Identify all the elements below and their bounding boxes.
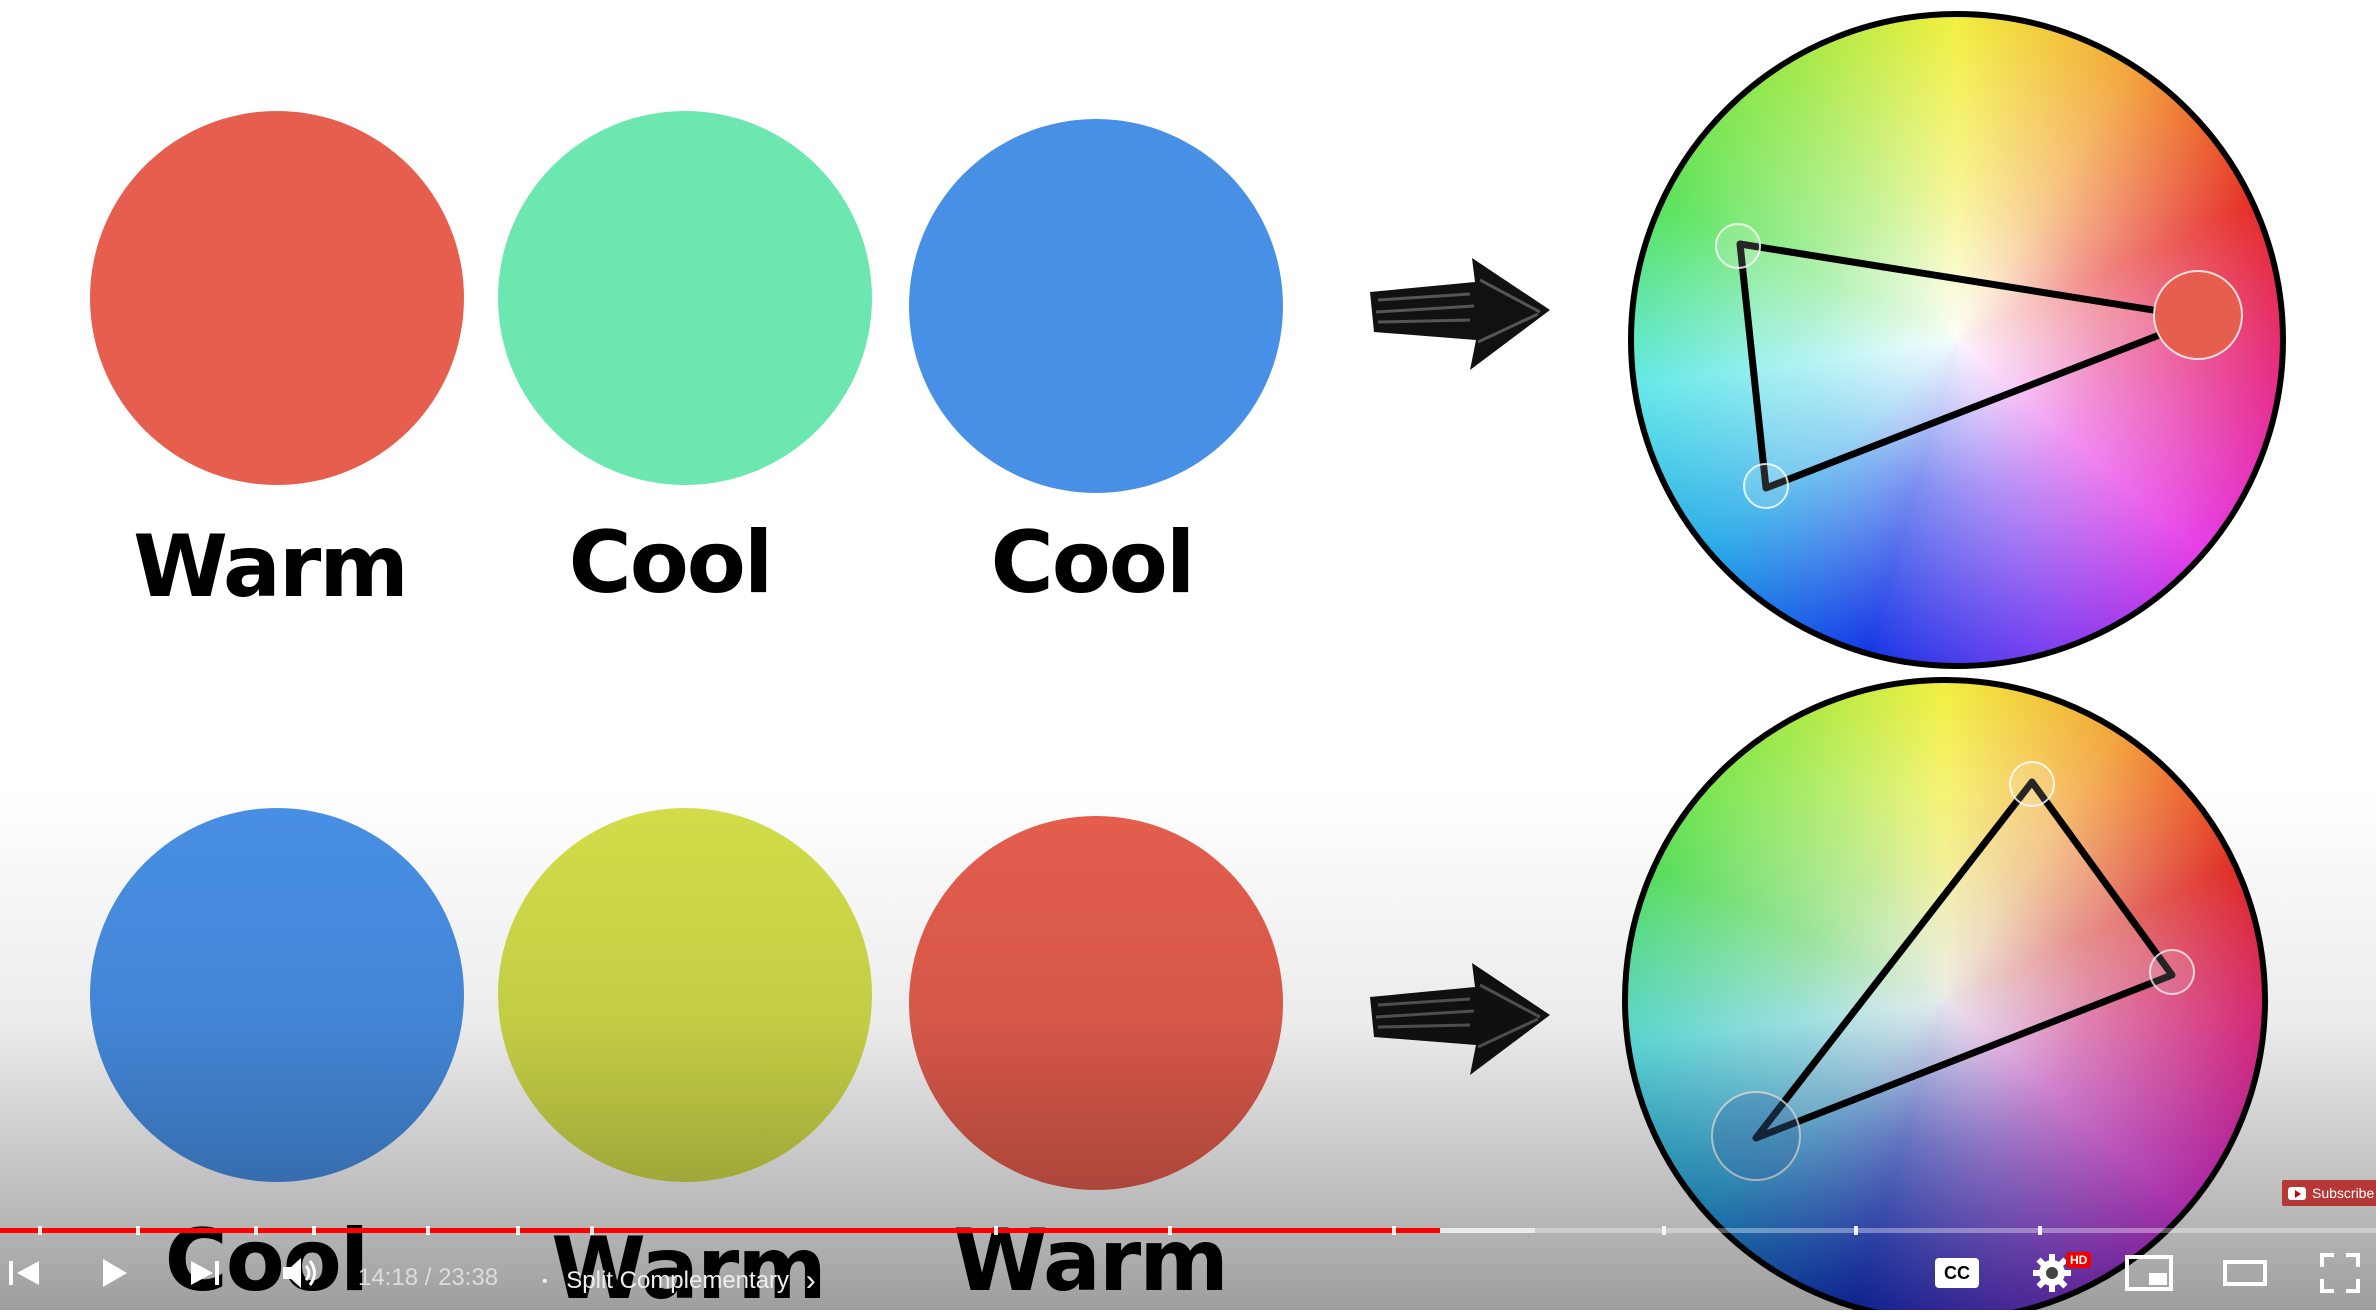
swatch-cool-mint bbox=[498, 111, 872, 485]
wheel-handle-primary bbox=[2153, 270, 2243, 360]
swatch-cool-blue bbox=[90, 808, 464, 1182]
mute-button[interactable] bbox=[276, 1236, 326, 1310]
progress-played bbox=[0, 1228, 1440, 1233]
time-display: 14:18 / 23:38 bbox=[358, 1264, 498, 1292]
swatch-label: Cool bbox=[569, 513, 772, 613]
next-icon bbox=[191, 1261, 219, 1285]
miniplayer-button[interactable] bbox=[2122, 1236, 2176, 1310]
fullscreen-icon bbox=[2320, 1253, 2360, 1293]
chevron-right-icon: › bbox=[805, 1264, 816, 1297]
wheel-handle bbox=[1743, 463, 1789, 509]
arrow-right-icon bbox=[1370, 258, 1550, 370]
chapter-marker bbox=[136, 1226, 140, 1235]
chapter-dot: • bbox=[542, 1272, 548, 1290]
theater-mode-button[interactable] bbox=[2218, 1236, 2272, 1310]
previous-icon bbox=[9, 1261, 39, 1285]
color-wheel-triad-2 bbox=[1622, 677, 2268, 1314]
settings-button[interactable] bbox=[2026, 1236, 2078, 1310]
wheel-handle-primary bbox=[1711, 1091, 1801, 1181]
swatch-warm-yellow bbox=[498, 808, 872, 1182]
chapter-title: Split Complementary bbox=[566, 1267, 790, 1294]
volume-icon bbox=[283, 1258, 316, 1288]
chapter-marker bbox=[1392, 1226, 1396, 1235]
play-icon bbox=[103, 1259, 127, 1287]
settings-icon bbox=[2033, 1254, 2071, 1292]
chapter-marker bbox=[1662, 1226, 1666, 1235]
wheel-handle bbox=[2149, 949, 2195, 995]
chapter-marker bbox=[426, 1226, 430, 1235]
chapter-title-button[interactable]: • Split Complementary › bbox=[542, 1264, 816, 1298]
progress-bar[interactable] bbox=[0, 1226, 2376, 1235]
player-controls: CC bbox=[0, 1236, 2376, 1310]
swatch-warm-red bbox=[90, 111, 464, 485]
hd-badge: HD bbox=[2066, 1252, 2092, 1268]
miniplayer-icon bbox=[2125, 1255, 2173, 1291]
arrow-right-icon bbox=[1370, 963, 1550, 1075]
swatch-label: Cool bbox=[165, 1211, 368, 1310]
chapter-marker bbox=[516, 1226, 520, 1235]
subscribe-watermark[interactable]: Subscribe bbox=[2282, 1180, 2376, 1206]
chapter-marker bbox=[994, 1226, 998, 1235]
swatch-label: Warm bbox=[133, 517, 407, 617]
time-separator: / bbox=[424, 1264, 439, 1291]
captions-icon: CC bbox=[1935, 1258, 1979, 1288]
swatch-warm-red bbox=[909, 816, 1283, 1190]
fullscreen-button[interactable] bbox=[2314, 1236, 2366, 1310]
chapter-marker bbox=[312, 1226, 316, 1235]
chapter-marker bbox=[254, 1226, 258, 1235]
previous-button[interactable] bbox=[0, 1236, 46, 1310]
captions-button[interactable]: CC bbox=[1932, 1236, 1982, 1310]
chapter-marker bbox=[1854, 1226, 1858, 1235]
swatch-label: Warm bbox=[953, 1211, 1227, 1310]
play-button[interactable] bbox=[88, 1236, 138, 1310]
chapter-marker bbox=[2038, 1226, 2042, 1235]
time-total: 23:38 bbox=[438, 1264, 499, 1291]
theater-icon bbox=[2223, 1260, 2267, 1286]
wheel-handle bbox=[1715, 223, 1761, 269]
swatch-label: Warm bbox=[551, 1219, 825, 1310]
chapter-marker bbox=[1168, 1226, 1172, 1235]
wheel-handle bbox=[2009, 761, 2055, 807]
color-wheel-triad-1 bbox=[1628, 11, 2286, 669]
time-current: 14:18 bbox=[358, 1264, 419, 1291]
chapter-marker bbox=[38, 1226, 42, 1235]
chapter-marker bbox=[590, 1226, 594, 1235]
youtube-logo-icon bbox=[2288, 1186, 2306, 1200]
swatch-label: Cool bbox=[991, 513, 1194, 613]
next-button[interactable] bbox=[180, 1236, 230, 1310]
subscribe-label: Subscribe bbox=[2312, 1185, 2375, 1201]
swatch-cool-blue bbox=[909, 119, 1283, 493]
